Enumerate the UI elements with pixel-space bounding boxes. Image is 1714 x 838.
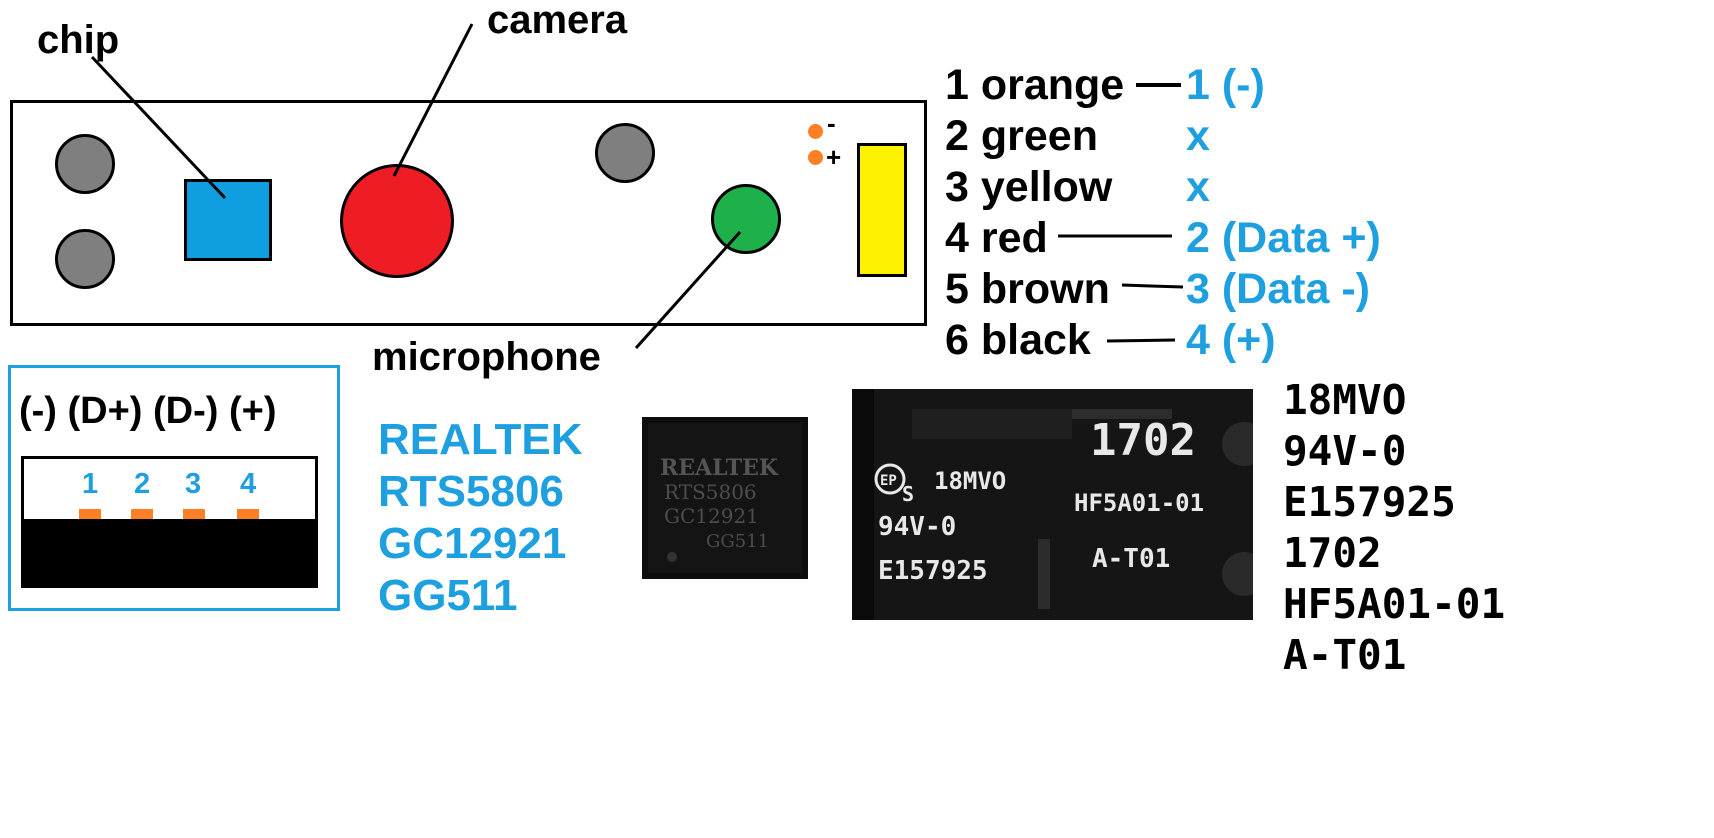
usb-pinout-box	[8, 365, 340, 611]
mount-hole-top-right	[595, 123, 655, 183]
chip-leader-line	[90, 55, 227, 200]
usb-pin-1-label: 1	[82, 468, 99, 500]
wire-1-name: 1 orange	[945, 61, 1125, 109]
usb-connector	[857, 143, 907, 277]
board-marking-4: 1702	[1283, 529, 1382, 577]
chip-info-line-1: REALTEK	[378, 415, 583, 464]
board-marking-1: 18MVO	[1283, 376, 1407, 424]
chip-info-line-2: RTS5806	[378, 467, 564, 516]
wire-4-name: 4 red	[945, 214, 1048, 262]
pad-plus-label: +	[826, 142, 842, 172]
board-outline	[10, 100, 927, 326]
board-photo-left-1: 18MVO	[934, 467, 1006, 495]
usb-pad-3	[183, 509, 205, 519]
usb-pad-2	[131, 509, 153, 519]
chip-photo-line-3: GC12921	[664, 504, 759, 528]
wire-6-line	[1106, 338, 1176, 343]
usb-pin-2-label: 2	[134, 468, 151, 500]
chip-square	[184, 179, 272, 261]
wire-3-name: 3 yellow	[945, 163, 1113, 211]
chip-photo-line-2: RTS5806	[664, 480, 757, 504]
microphone-circle	[711, 184, 781, 254]
board-photo-right-1: 1702	[1090, 415, 1196, 466]
board-marking-5: HF5A01-01	[1283, 580, 1506, 628]
pad-plus-dot	[808, 150, 823, 165]
usb-pad-1	[79, 509, 101, 519]
usb-pinout-header: (-) (D+) (D-) (+)	[19, 390, 277, 432]
pad-minus-dot	[808, 124, 823, 139]
usb-plug-base	[24, 519, 315, 585]
wire-5-name: 5 brown	[945, 265, 1110, 313]
wire-2-mapping: x	[1186, 112, 1210, 160]
chip-photo: REALTEK RTS5806 GC12921 GG511	[642, 417, 808, 579]
board-photo-left-3: E157925	[878, 556, 988, 586]
camera-lens	[340, 164, 454, 278]
chip-photo-line-1: REALTEK	[660, 455, 779, 481]
wire-1-mapping: 1 (-)	[1186, 61, 1265, 109]
wire-3-mapping: x	[1186, 163, 1210, 211]
usb-pin-4-label: 4	[240, 468, 257, 500]
board-photo-right-2: HF5A01-01	[1074, 489, 1204, 517]
chip-photo-line-4: GG511	[706, 531, 769, 552]
microphone-leader-line	[634, 230, 742, 350]
pad-minus-label: -	[827, 108, 836, 138]
board-photo-left-2: 94V-0	[878, 512, 956, 542]
wire-6-mapping: 4 (+)	[1186, 316, 1276, 364]
board-marking-3: E157925	[1283, 478, 1456, 526]
wire-5-mapping: 3 (Data -)	[1186, 265, 1370, 313]
board-photo-logo-sub: S	[902, 482, 914, 506]
camera-leader-line	[392, 23, 474, 177]
chip-info-line-3: GC12921	[378, 519, 567, 568]
usb-pad-4	[237, 509, 259, 519]
board-photo: EP S 18MVO 94V-0 E157925 1702 HF5A01-01 …	[852, 389, 1253, 620]
board-photo-logo: EP	[880, 473, 897, 489]
board-photo-right-3: A-T01	[1092, 544, 1170, 574]
board-marking-2: 94V-0	[1283, 427, 1407, 475]
camera-label: camera	[487, 0, 628, 42]
chip-info-line-4: GG511	[378, 571, 518, 620]
chip-label: chip	[37, 18, 120, 62]
mount-hole-top-left	[55, 134, 115, 194]
board-marking-6: A-T01	[1283, 631, 1407, 679]
mount-hole-bottom-left	[55, 229, 115, 289]
microphone-label: microphone	[372, 335, 601, 379]
wire-6-name: 6 black	[945, 316, 1091, 364]
wire-4-mapping: 2 (Data +)	[1186, 214, 1381, 262]
wire-2-name: 2 green	[945, 112, 1098, 160]
wire-5-line	[1121, 283, 1184, 289]
usb-pin-3-label: 3	[185, 468, 202, 500]
